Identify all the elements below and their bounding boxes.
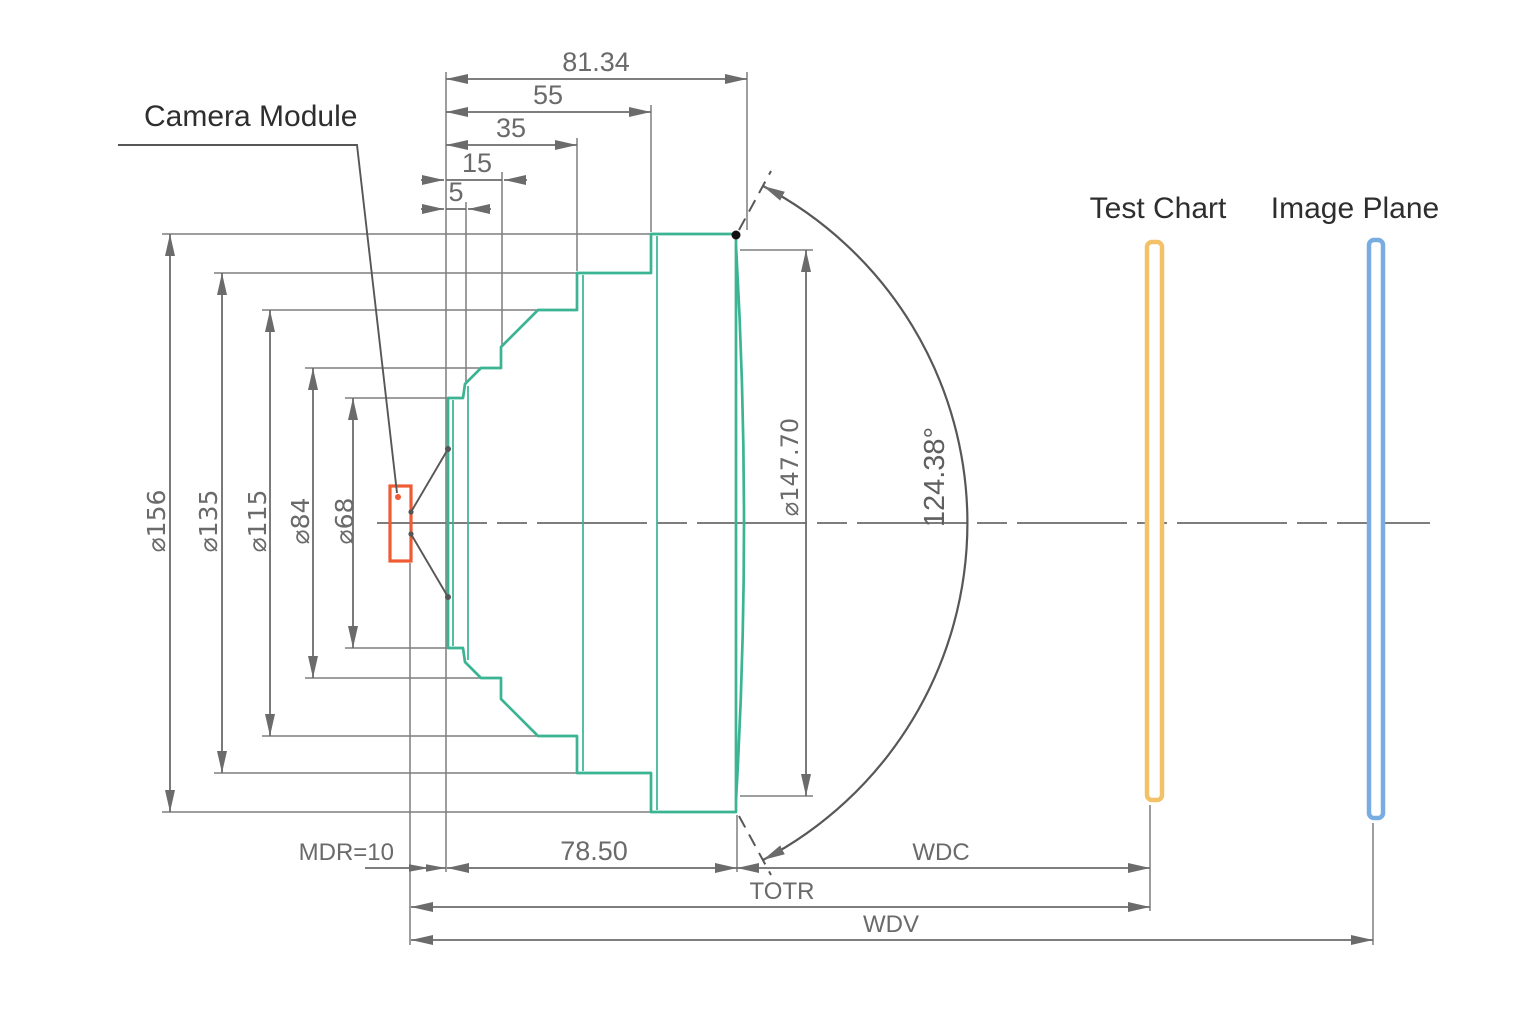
image-plane-bar — [1366, 237, 1386, 821]
fov-upper-ray — [738, 170, 772, 231]
test-chart-bar — [1144, 239, 1165, 803]
dim-text-dia68: ⌀68 — [330, 498, 359, 545]
dim-text-dia115: ⌀115 — [243, 490, 272, 553]
dim-text-7850: 78.50 — [560, 836, 628, 866]
mdr-arrowhead — [409, 864, 429, 872]
dim-text-81: 81.34 — [562, 47, 630, 77]
camera-module-box — [388, 484, 413, 563]
fov-vertex-dot — [731, 230, 741, 240]
cone-node-dot — [408, 509, 414, 515]
dim-text-35: 35 — [496, 113, 526, 143]
cone-node-dot — [408, 531, 414, 537]
dim-text-dia-front: ⌀147.70 — [776, 418, 804, 516]
camera-module-dot — [395, 494, 401, 500]
fov-lower-ray — [738, 815, 772, 876]
dim-text-dia84: ⌀84 — [286, 498, 315, 545]
dim-text-totr: TOTR — [750, 878, 815, 905]
dim-text-wdv: WDV — [863, 911, 919, 938]
dim-text-mdr: MDR=10 — [299, 839, 394, 866]
dim-text-dia135: ⌀135 — [194, 490, 223, 553]
dim-text-15: 15 — [462, 148, 492, 178]
image-plane-label: Image Plane — [1271, 192, 1439, 225]
bottom-dimension-lines — [365, 863, 1373, 945]
fov-angle-arc — [762, 185, 969, 861]
test-chart-label: Test Chart — [1090, 192, 1227, 225]
mdr-arrowhead — [426, 864, 446, 872]
light-cone-upper-ray — [410, 448, 449, 513]
cone-node-dot — [445, 446, 451, 452]
fov-angle-text: 124.38° — [919, 427, 951, 527]
lens-housing-outline — [446, 232, 738, 814]
camera-module-group — [118, 144, 451, 600]
camera-module-leader — [118, 144, 398, 494]
text-labels: Camera Module Test Chart Image Plane 81.… — [142, 47, 1439, 938]
dim-text-55: 55 — [533, 80, 563, 110]
front-element-dome — [734, 244, 746, 802]
fov-annotation — [731, 170, 969, 876]
diameter-dimension-lines — [165, 234, 811, 812]
camera-module-label: Camera Module — [144, 100, 357, 133]
cone-node-dot — [445, 594, 451, 600]
lens-assembly — [446, 232, 746, 814]
extension-lines — [162, 72, 1374, 945]
dim-text-wdc: WDC — [912, 839, 969, 866]
top-dimension-lines — [421, 74, 747, 214]
light-cone-lower-ray — [410, 533, 449, 598]
dim-text-5: 5 — [448, 177, 463, 207]
dim-text-dia156: ⌀156 — [142, 490, 171, 553]
